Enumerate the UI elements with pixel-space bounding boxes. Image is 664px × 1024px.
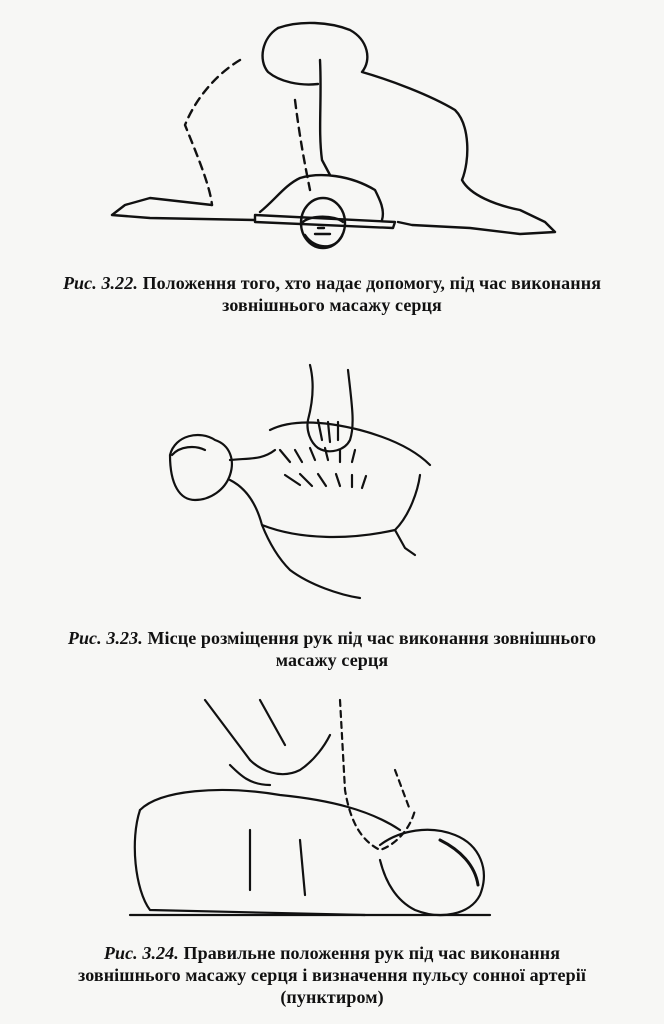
figure-3-22-number: Рис. 3.22. [62,273,138,293]
figure-3-24-illustration [0,690,664,935]
figure-3-23-caption: Рис. 3.23. Місце розміщення рук під час … [0,627,664,671]
figure-3-24-caption-line-1: Правильне положення рук під час виконанн… [183,943,561,963]
figure-3-23-caption-line-1: Місце розміщення рук під час виконання з… [147,628,597,648]
figure-3-23-illustration [0,350,664,615]
figure-3-22-caption: Рис. 3.22. Положення того, хто надає доп… [0,272,664,316]
figure-3-24-caption: Рис. 3.24. Правильне положення рук під ч… [0,942,664,1008]
figure-3-22-illustration [0,0,664,265]
figure-3-22-caption-line-1: Положення того, хто надає допомогу, під … [142,273,602,293]
figure-3-24-caption-line-3: (пунктиром) [280,987,384,1007]
figure-3-24-caption-line-2: зовнішнього масажу серця і визначення пу… [78,965,586,985]
hand-placement-drawing [168,363,432,600]
figure-3-23-caption-line-2: масажу серця [275,650,389,670]
figure-3-22-caption-line-2: зовнішнього масажу серця [222,295,442,315]
hands-and-carotid-pulse-drawing [128,698,492,917]
figure-3-24-number: Рис. 3.24. [103,943,179,963]
cpr-rescuer-position-drawing [110,21,557,250]
figure-3-23-number: Рис. 3.23. [67,628,143,648]
